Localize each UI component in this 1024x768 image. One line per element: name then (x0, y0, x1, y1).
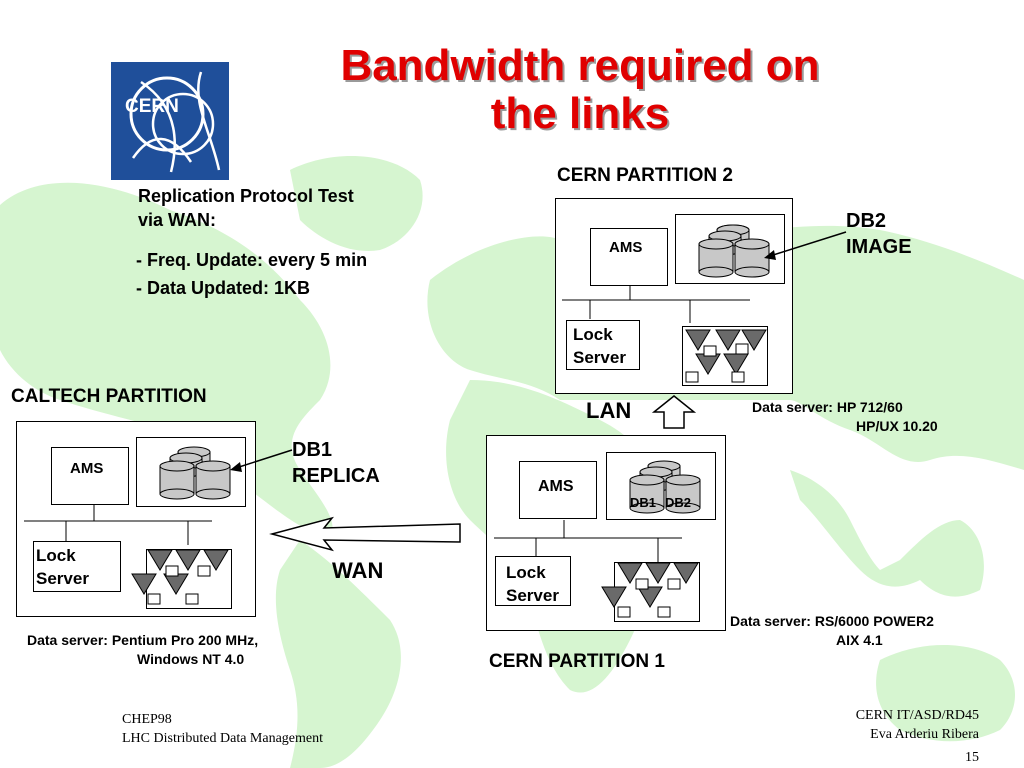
cern-partition-2-title: CERN PARTITION 2 (557, 165, 733, 186)
caltech-server-line-1: Data server: Pentium Pro 200 MHz, (27, 632, 259, 648)
p1-server-line-1: Data server: RS/6000 POWER2 (730, 613, 934, 629)
p2-ams-label: AMS (609, 239, 643, 256)
protocol-data: - Data Updated: 1KB (136, 278, 311, 298)
p2-db-arrow (764, 231, 847, 260)
footer-talk-title: LHC Distributed Data Management (122, 731, 324, 746)
p2-server-line-2: HP/UX 10.20 (856, 418, 938, 434)
cern-logo-emblem: CERN (115, 66, 225, 176)
cern-partition-1-title: CERN PARTITION 1 (489, 651, 665, 672)
p1-data-server: Data server: RS/6000 POWER2 AIX 4.1 (730, 612, 934, 650)
p1-ams-label: AMS (538, 478, 574, 495)
caltech-partition-title: CALTECH PARTITION (11, 386, 207, 407)
p2-data-server: Data server: HP 712/60 HP/UX 10.20 (752, 398, 938, 436)
svg-text:CERN: CERN (125, 96, 179, 117)
p2-database-icon (698, 224, 770, 278)
p1-database-icon (629, 460, 701, 514)
footer-group: CERN IT/ASD/RD45 (855, 708, 979, 723)
caltech-ams-box: AMS (51, 447, 129, 505)
page-number: 15 (965, 750, 979, 765)
p2-ams-box: AMS (590, 228, 668, 286)
caltech-server-line-2: Windows NT 4.0 (137, 651, 245, 667)
title-line-1: Bandwidth required on (340, 41, 820, 90)
protocol-freq: - Freq. Update: every 5 min (136, 250, 368, 270)
p1-ams-box: AMS (519, 461, 597, 519)
wan-arrow (269, 516, 461, 552)
caltech-clients-icon (131, 549, 229, 605)
protocol-heading: Replication Protocol Test via WAN: (138, 184, 354, 232)
footer-author: Eva Arderiu Ribera (870, 727, 979, 742)
footer-left: CHEP98 LHC Distributed Data Management (122, 710, 323, 748)
p1-clients-icon (601, 562, 699, 618)
protocol-line-2: via WAN: (138, 210, 217, 230)
caltech-db-arrow (230, 449, 293, 472)
slide-title: Bandwidth required on the links (270, 42, 890, 138)
title-line-2: the links (490, 89, 670, 138)
caltech-data-server: Data server: Pentium Pro 200 MHz, Window… (27, 631, 258, 669)
p1-lan-bus (494, 520, 682, 564)
footer-right: CERN IT/ASD/RD45 Eva Arderiu Ribera 15 (856, 706, 979, 767)
protocol-line-1: Replication Protocol Test (138, 186, 354, 206)
footer-conference: CHEP98 (122, 712, 172, 727)
p1-server-line-2: AIX 4.1 (836, 632, 883, 648)
p2-lan-bus (562, 285, 750, 323)
cern-logo: CERN (111, 62, 229, 180)
lan-label: LAN (586, 398, 632, 423)
caltech-lan-bus (24, 505, 212, 545)
p2-clients-icon (685, 329, 767, 383)
caltech-ams-label: AMS (70, 460, 104, 477)
wan-label: WAN (332, 558, 384, 583)
caltech-database-icon (159, 446, 231, 500)
p1-db1-label: DB1 (630, 495, 657, 510)
lan-arrow (651, 395, 697, 429)
protocol-details: - Freq. Update: every 5 min - Data Updat… (136, 246, 367, 302)
p2-server-line-1: Data server: HP 712/60 (752, 399, 903, 415)
p1-db2-label: DB2 (665, 495, 692, 510)
